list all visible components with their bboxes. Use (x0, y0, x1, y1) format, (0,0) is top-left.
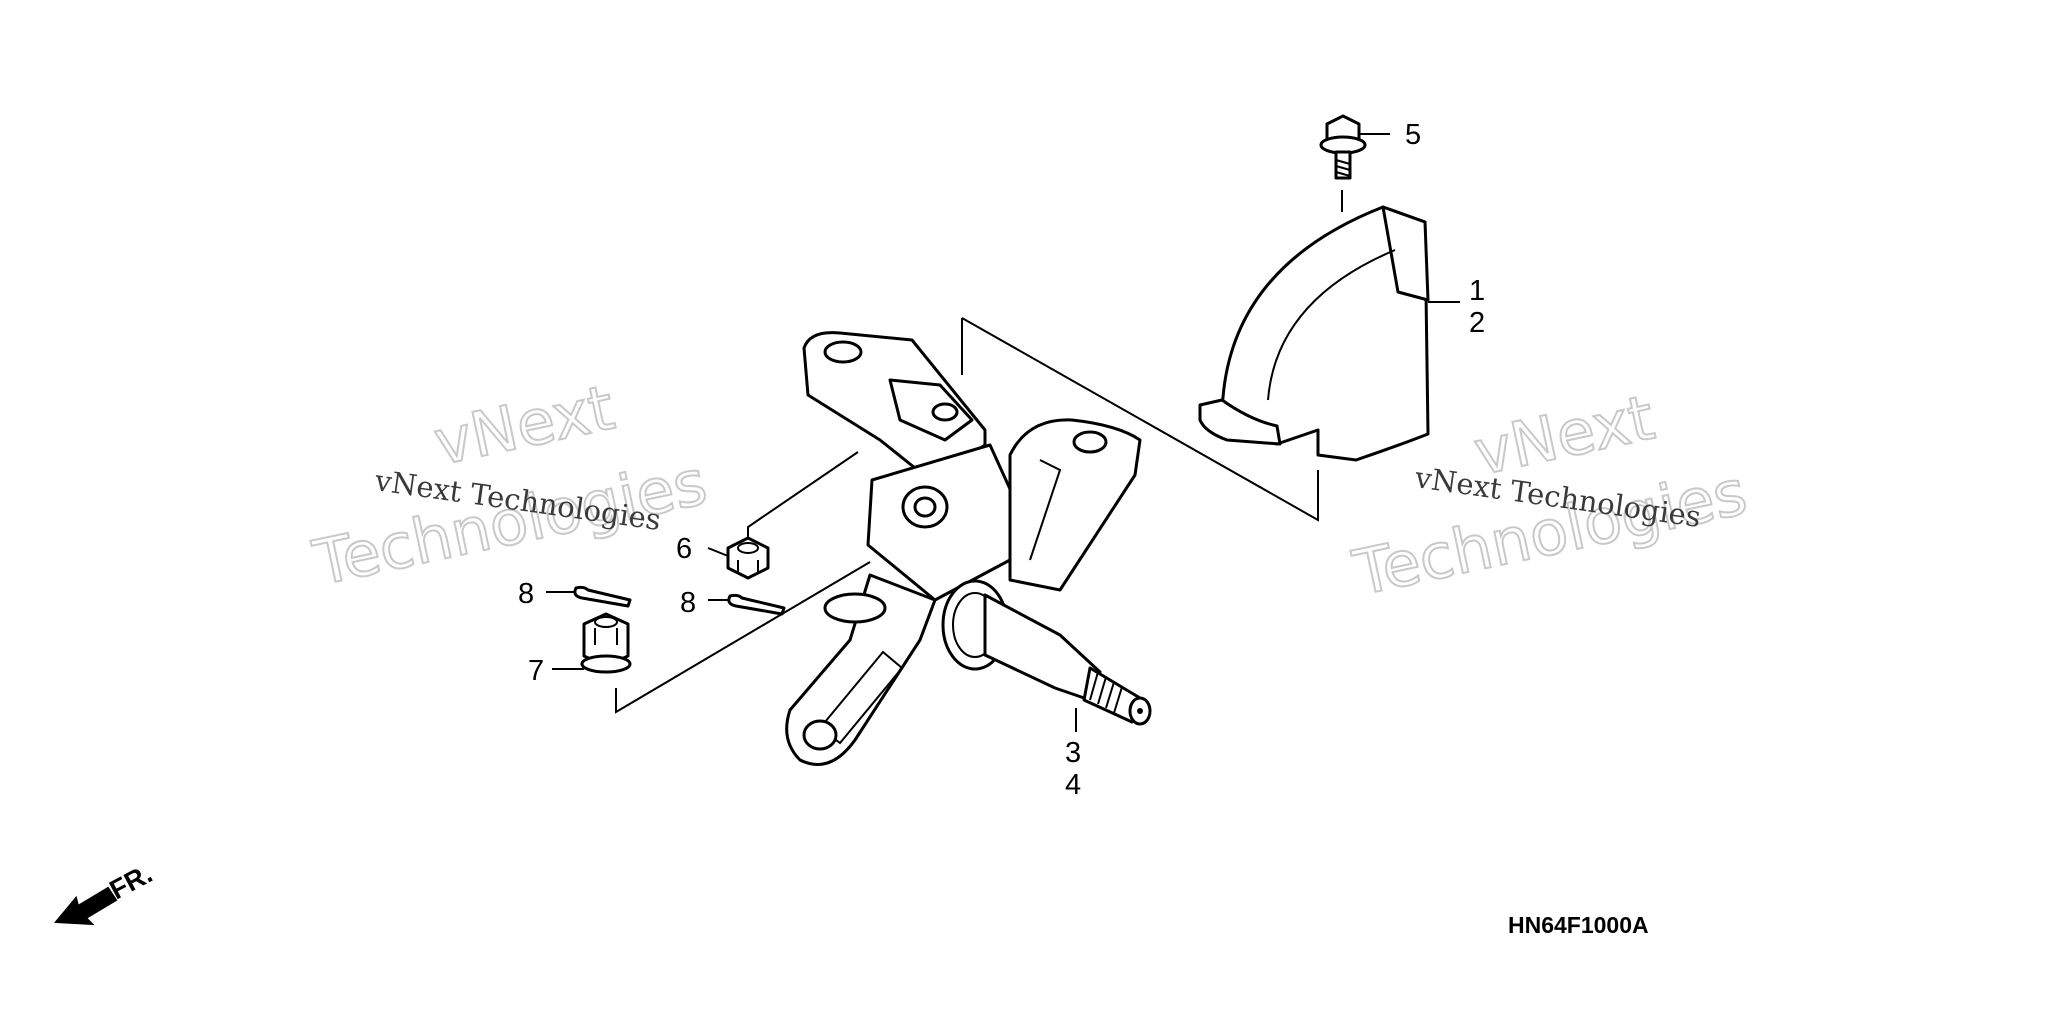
front-arrow-icon (53, 886, 118, 926)
watermark-right: vNext Technologies vNext Technologies (1346, 380, 1754, 611)
callout-1: 1 (1469, 275, 1485, 307)
spindle-thread-line (1089, 671, 1099, 701)
callout-8b: 8 (680, 587, 696, 619)
cotter-pin-left (573, 585, 632, 608)
callout-6: 6 (676, 533, 692, 565)
callouts: 5 1 2 3 4 6 8 8 7 (518, 119, 1485, 801)
spindle-thread-line (1105, 681, 1115, 709)
callout-2: 2 (1469, 307, 1485, 339)
knuckle-guard (1198, 205, 1430, 462)
bolt-thread (1335, 171, 1351, 177)
knuckle-right-edge (1029, 459, 1062, 561)
assembly-line (961, 317, 1319, 522)
spindle-thread (1082, 666, 1142, 724)
watermark-line1: vNext (428, 371, 620, 480)
leader-lines (546, 133, 1460, 732)
cotter-pin-right (727, 593, 786, 616)
knuckle-lower-arm (785, 573, 937, 766)
drawing-code: HN64F1000A (1508, 912, 1649, 938)
steering-knuckle (785, 331, 1152, 766)
callout-4: 4 (1065, 769, 1081, 801)
assembly-line (747, 451, 859, 545)
flange-bolt (1319, 114, 1367, 180)
spindle-thread-line (1113, 686, 1123, 714)
castle-nut-lower (580, 612, 632, 674)
spindle-thread-line (1097, 676, 1107, 705)
watermark-left: vNext Technologies vNext Technologies (306, 370, 714, 601)
guard-ridge (1267, 249, 1396, 401)
callout-8a: 8 (518, 578, 534, 610)
knuckle-lower-hole (802, 719, 838, 751)
nut-bore (737, 542, 759, 554)
nut-bore (594, 616, 618, 628)
knuckle-body (866, 443, 1017, 602)
bolt-thread (1335, 165, 1351, 171)
knuckle-right-arm (1008, 418, 1142, 592)
leader-6 (707, 547, 729, 557)
front-direction-marker: FR. (53, 858, 157, 926)
knuckle-upper-hole (823, 340, 863, 364)
knuckle-upper-bolt-hole (931, 402, 959, 422)
cotter-pin-icon (727, 593, 786, 616)
castle-nut-icon (582, 612, 630, 668)
assembly-line (615, 561, 871, 714)
knuckle-lower-boss (823, 592, 887, 624)
spindle-tip-hole (1137, 708, 1143, 714)
cotter-pin-icon (573, 585, 632, 608)
castle-nut-upper (726, 536, 770, 580)
knuckle-pivot-hole (913, 496, 937, 518)
knuckle-upper-face (888, 378, 974, 442)
knuckle-right-hole (1072, 430, 1108, 454)
bolt-thread (1335, 159, 1351, 165)
bolt-shank (1334, 150, 1352, 180)
callout-3: 3 (1065, 737, 1081, 769)
callout-7: 7 (528, 655, 544, 687)
guard-top-face (1381, 205, 1430, 302)
spindle-shaft (983, 593, 1102, 702)
nut-flange (580, 654, 632, 674)
guard-lip (1198, 398, 1282, 446)
callout-5: 5 (1405, 119, 1421, 151)
